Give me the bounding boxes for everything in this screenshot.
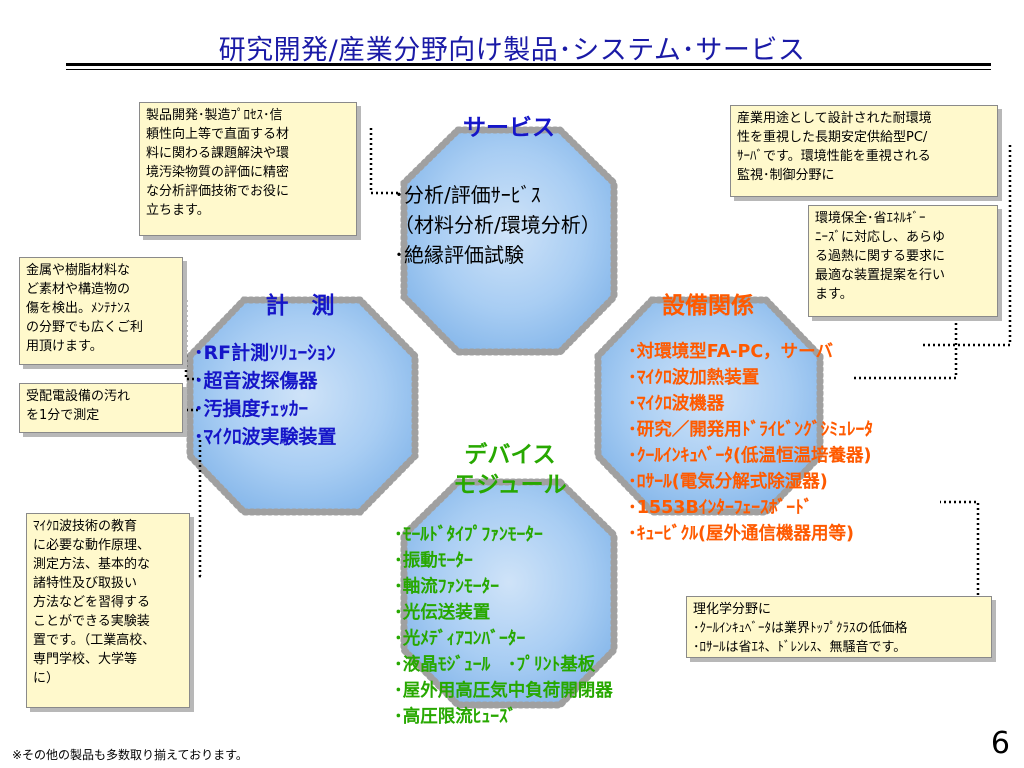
service-hexagon (400, 126, 618, 356)
note-microwave-education: ﾏｲｸﾛ波技術の教育 に必要な動作原理、 測定方法、基本的な 諸特性及び取扱い … (26, 513, 190, 708)
device-label-line2: モジュール (453, 472, 567, 498)
note-service: 製品開発･製造ﾌﾟﾛｾｽ･信 頼性向上等で直面する材 料に関わる課題解決や環 境… (139, 102, 357, 236)
device-hexagon (400, 478, 618, 709)
list-item: ･光伝送装置 (394, 603, 491, 623)
note-chemistry: 理化学分野に ･ｸｰﾙｲﾝｷｭﾍﾞｰﾀは業界ﾄｯﾌﾟｸﾗｽの低価格 ･ﾛｻｰﾙは… (686, 596, 992, 658)
list-item: ･分析/評価ｻｰﾋﾞｽ (394, 183, 541, 207)
list-item: ･超音波探傷器 (194, 370, 318, 392)
note-ndt: 金属や樹脂材料な ど素材や構造物の 傷を検出。ﾒﾝﾃﾅﾝｽ の分野でも広くご利 … (19, 257, 183, 365)
list-item: ･液晶ﾓｼﾞｭｰﾙ ･ﾌﾟﾘﾝﾄ基板 (394, 655, 596, 675)
device-label-line1: デバイス (464, 442, 556, 468)
list-item: ･ｸｰﾙｲﾝｷｭﾍﾞｰﾀ(低温恒温培養器) (628, 446, 872, 466)
list-item: ･ﾛｻｰﾙ(電気分解式除湿器) (628, 472, 828, 492)
list-item: ･高圧限流ﾋｭｰｽﾞ (394, 707, 517, 727)
note-pollution: 受配電設備の汚れ を1分で測定 (19, 383, 183, 433)
title-rule-thick (66, 63, 991, 66)
list-item: ･軸流ﾌｧﾝﾓｰﾀｰ (394, 577, 499, 597)
list-item: ･1553Bｲﾝﾀｰﾌｪｰｽﾎﾞｰﾄﾞ (628, 498, 813, 518)
note-microwave-heating: 環境保全･省ｴﾈﾙｷﾞｰ ﾆｰｽﾞに対応し、あらゆ る過熱に関する要求に 最適な… (808, 205, 998, 317)
list-item: ･研究／開発用ﾄﾞﾗｲﾋﾞﾝｸﾞｼﾐｭﾚｰﾀ (628, 420, 873, 440)
list-item: ･ﾓｰﾙﾄﾞﾀｲﾌﾟﾌｧﾝﾓｰﾀｰ (394, 525, 543, 545)
list-item: ･ﾏｲｸﾛ波加熱装置 (628, 368, 760, 388)
page-number: 6 (990, 726, 1010, 761)
list-item: ･屋外用高圧気中負荷開閉器 (394, 681, 613, 701)
measurement-label: 計 測 (265, 293, 335, 319)
device-label: デバイス モジュール (430, 440, 590, 500)
equipment-hexagon (594, 296, 824, 516)
equipment-list: ･対環境型FA-PC，サーバ ･ﾏｲｸﾛ波加熱装置 ･ﾏｲｸﾛ波機器 ･研究／開… (628, 339, 873, 547)
service-label: サービス (463, 115, 555, 141)
footnote: ※その他の製品も多数取り揃えております。 (12, 748, 248, 762)
equipment-label: 設備関係 (662, 293, 754, 319)
list-item: ･対環境型FA-PC，サーバ (628, 342, 833, 362)
list-item: ･ﾏｲｸﾛ波機器 (628, 394, 725, 414)
list-item: ･絶縁評価試験 (394, 243, 524, 267)
service-list: ･分析/評価ｻｰﾋﾞｽ （材料分析/環境分析） ･絶縁評価試験 (394, 180, 601, 270)
list-item: ･RF計測ｿﾘｭｰｼｮﾝ (194, 342, 336, 364)
connector-lines (184, 128, 1012, 595)
title-rule-thin (66, 69, 991, 70)
list-item: ･ﾏｲｸﾛ波実験装置 (194, 426, 337, 448)
note-fa-pc: 産業用途として設計された耐環境 性を重視した長期安定供給型PC/ ｻｰﾊﾞです。… (730, 105, 998, 197)
list-item: ･光ﾒﾃﾞｨｱｺﾝﾊﾞｰﾀｰ (394, 629, 526, 649)
list-item: （材料分析/環境分析） (394, 213, 601, 237)
slide-title: 研究開発/産業分野向け製品･システム･サービス (218, 35, 806, 66)
list-item: ･振動ﾓｰﾀｰ (394, 551, 473, 571)
device-list: ･ﾓｰﾙﾄﾞﾀｲﾌﾟﾌｧﾝﾓｰﾀｰ ･振動ﾓｰﾀｰ ･軸流ﾌｧﾝﾓｰﾀｰ ･光伝… (394, 522, 613, 730)
measurement-list: ･RF計測ｿﾘｭｰｼｮﾝ ･超音波探傷器 ･汚損度ﾁｪｯｶｰ ･ﾏｲｸﾛ波実験装… (194, 339, 337, 451)
measurement-hexagon (186, 296, 419, 516)
list-item: ･汚損度ﾁｪｯｶｰ (194, 398, 309, 420)
list-item: ･ｷｭｰﾋﾞｸﾙ(屋外通信機器用等) (628, 524, 854, 544)
